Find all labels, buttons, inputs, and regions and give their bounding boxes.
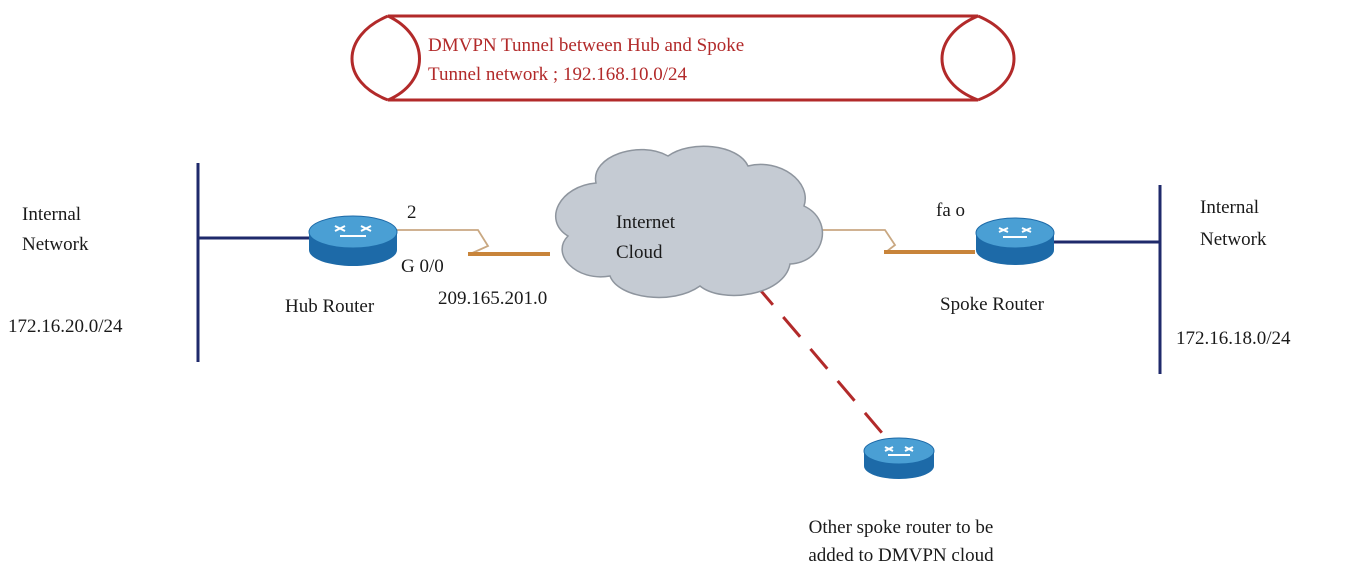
spoke-interface-label: fa o xyxy=(936,200,966,221)
cloud-label-line2: Cloud xyxy=(616,242,663,263)
hub-wan-address: 209.165.201.0 xyxy=(438,288,548,309)
spoke-router-label: Spoke Router xyxy=(940,294,1044,315)
spoke-wan-link xyxy=(818,229,975,254)
spoke-lan-label-line1: Internal xyxy=(1200,197,1260,218)
other-spoke-dashed-link xyxy=(754,284,890,441)
router-icon xyxy=(308,215,398,266)
router-icon xyxy=(975,217,1055,265)
other-spoke-label-line1: Other spoke router to be xyxy=(808,517,994,538)
hub-lan-label-line2: Network xyxy=(22,234,89,255)
hub-router-label: Hub Router xyxy=(285,296,375,317)
tunnel-banner-icon xyxy=(350,14,1016,102)
banner-subtitle: Tunnel network ; 192.168.10.0/24 xyxy=(428,64,687,85)
other-spoke-label-line2: added to DMVPN cloud xyxy=(808,545,994,566)
spoke-lan-label-line2: Network xyxy=(1200,229,1267,250)
hub-subnet-label: 172.16.20.0/24 xyxy=(8,316,123,337)
hub-interface-number: 2 xyxy=(407,202,417,223)
hub-wan-link xyxy=(395,229,550,256)
spoke-subnet-label: 172.16.18.0/24 xyxy=(1176,328,1291,349)
hub-interface-label: G 0/0 xyxy=(401,256,444,277)
cloud-label-line1: Internet xyxy=(616,212,676,233)
router-icon xyxy=(863,437,935,479)
banner-title: DMVPN Tunnel between Hub and Spoke xyxy=(428,35,745,56)
cloud-icon xyxy=(555,145,824,299)
hub-lan-label-line1: Internal xyxy=(22,204,82,225)
